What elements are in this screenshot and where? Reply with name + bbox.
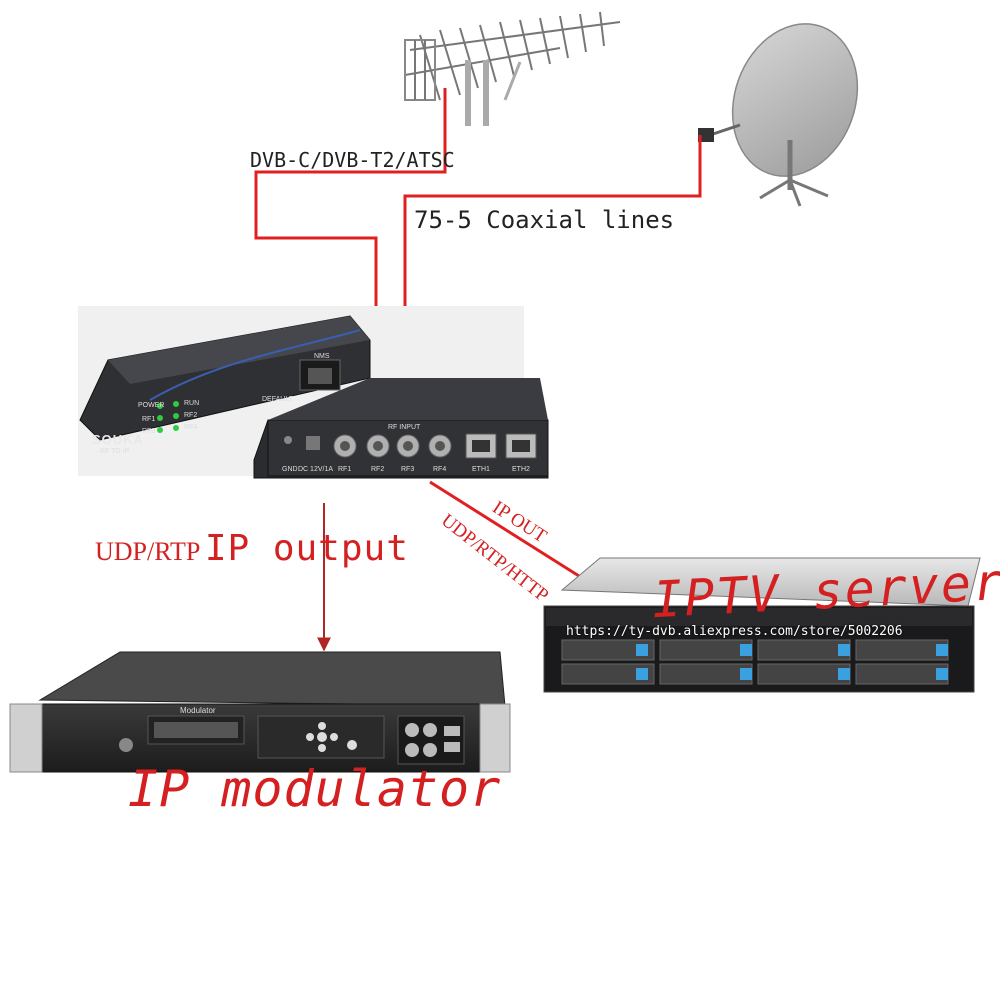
- rf-input-title: RF INPUT: [388, 424, 421, 431]
- dc-label: DC 12V/1A: [298, 466, 334, 473]
- led-label-power: POWER: [138, 402, 165, 409]
- led-label-rf1: RF1: [142, 416, 156, 423]
- port-label-eth1: ETH1: [472, 466, 490, 473]
- port-label-rf4: RF4: [433, 466, 447, 473]
- dvb-standards-label: DVB-C/DVB-T2/ATSC: [250, 148, 455, 172]
- port-label-eth2: ETH2: [512, 466, 530, 473]
- gnd-label: GND: [282, 466, 298, 473]
- iptv-server: [543, 557, 981, 693]
- ip-modulator: [9, 651, 511, 773]
- udp-rtp-text: UDP/RTP: [95, 537, 201, 566]
- udp-ip-output-label: UDP/RTP IP output: [95, 528, 409, 569]
- port-label-rf2: RF2: [371, 466, 385, 473]
- watermark-url: https://ty-dvb.aliexpress.com/store/5002…: [566, 624, 903, 639]
- device-subtitle: RF TO IP: [100, 448, 130, 455]
- port-label-rf1: RF1: [338, 466, 352, 473]
- ip-out-arrow: [429, 480, 600, 590]
- led-label-run: RUN: [184, 400, 200, 407]
- led-label-rf3: RF3: [142, 428, 156, 435]
- rf-to-ip-gateway: [78, 306, 549, 479]
- yagi-antenna-icon: [404, 11, 621, 126]
- modulator-panel-title: Modulator: [180, 706, 216, 715]
- ip-output-text: IP output: [204, 528, 409, 569]
- led-label-rf2: RF2: [184, 412, 198, 419]
- coaxial-lines-label: 75-5 Coaxial lines: [414, 206, 675, 234]
- port-label-rf3: RF3: [401, 466, 415, 473]
- led-label-rf4: RF4: [184, 424, 198, 431]
- satellite-dish-icon: [698, 23, 859, 207]
- device-brand: SOUKA: [92, 432, 144, 447]
- ip-modulator-label: IP modulator: [128, 760, 502, 818]
- default-label: DEFAULT: [262, 396, 293, 403]
- coax-line-antenna: [254, 88, 447, 428]
- nms-label: NMS: [314, 353, 330, 360]
